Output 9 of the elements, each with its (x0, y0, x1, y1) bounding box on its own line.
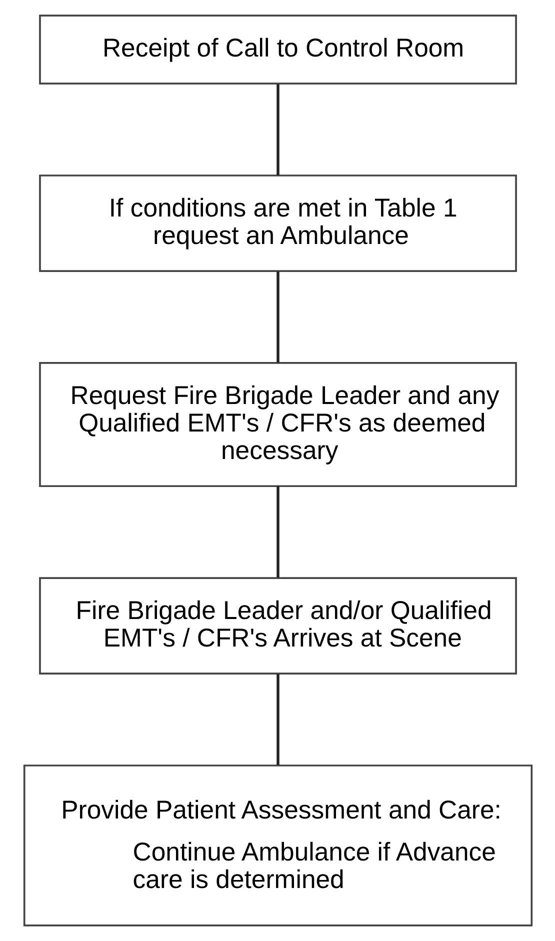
node-box: Provide Patient Assessment and Care: Continue Ambulance if Advance care is determined (22, 764, 532, 926)
connector (276, 84, 279, 176)
node-box: Receipt of Call to Control Room (38, 14, 516, 85)
node-box: Fire Brigade Leader and/or Qualified EMT's / CFR's Arrives at Scene (38, 577, 516, 675)
connector (276, 271, 279, 362)
node-box: If conditions are met in Table 1 request an Ambulance (38, 174, 516, 272)
node-box: Request Fire Brigade Leader and any Qualified EMT's / CFR's as deemed necessary (38, 362, 516, 488)
connector (276, 486, 279, 578)
connector (276, 674, 279, 766)
